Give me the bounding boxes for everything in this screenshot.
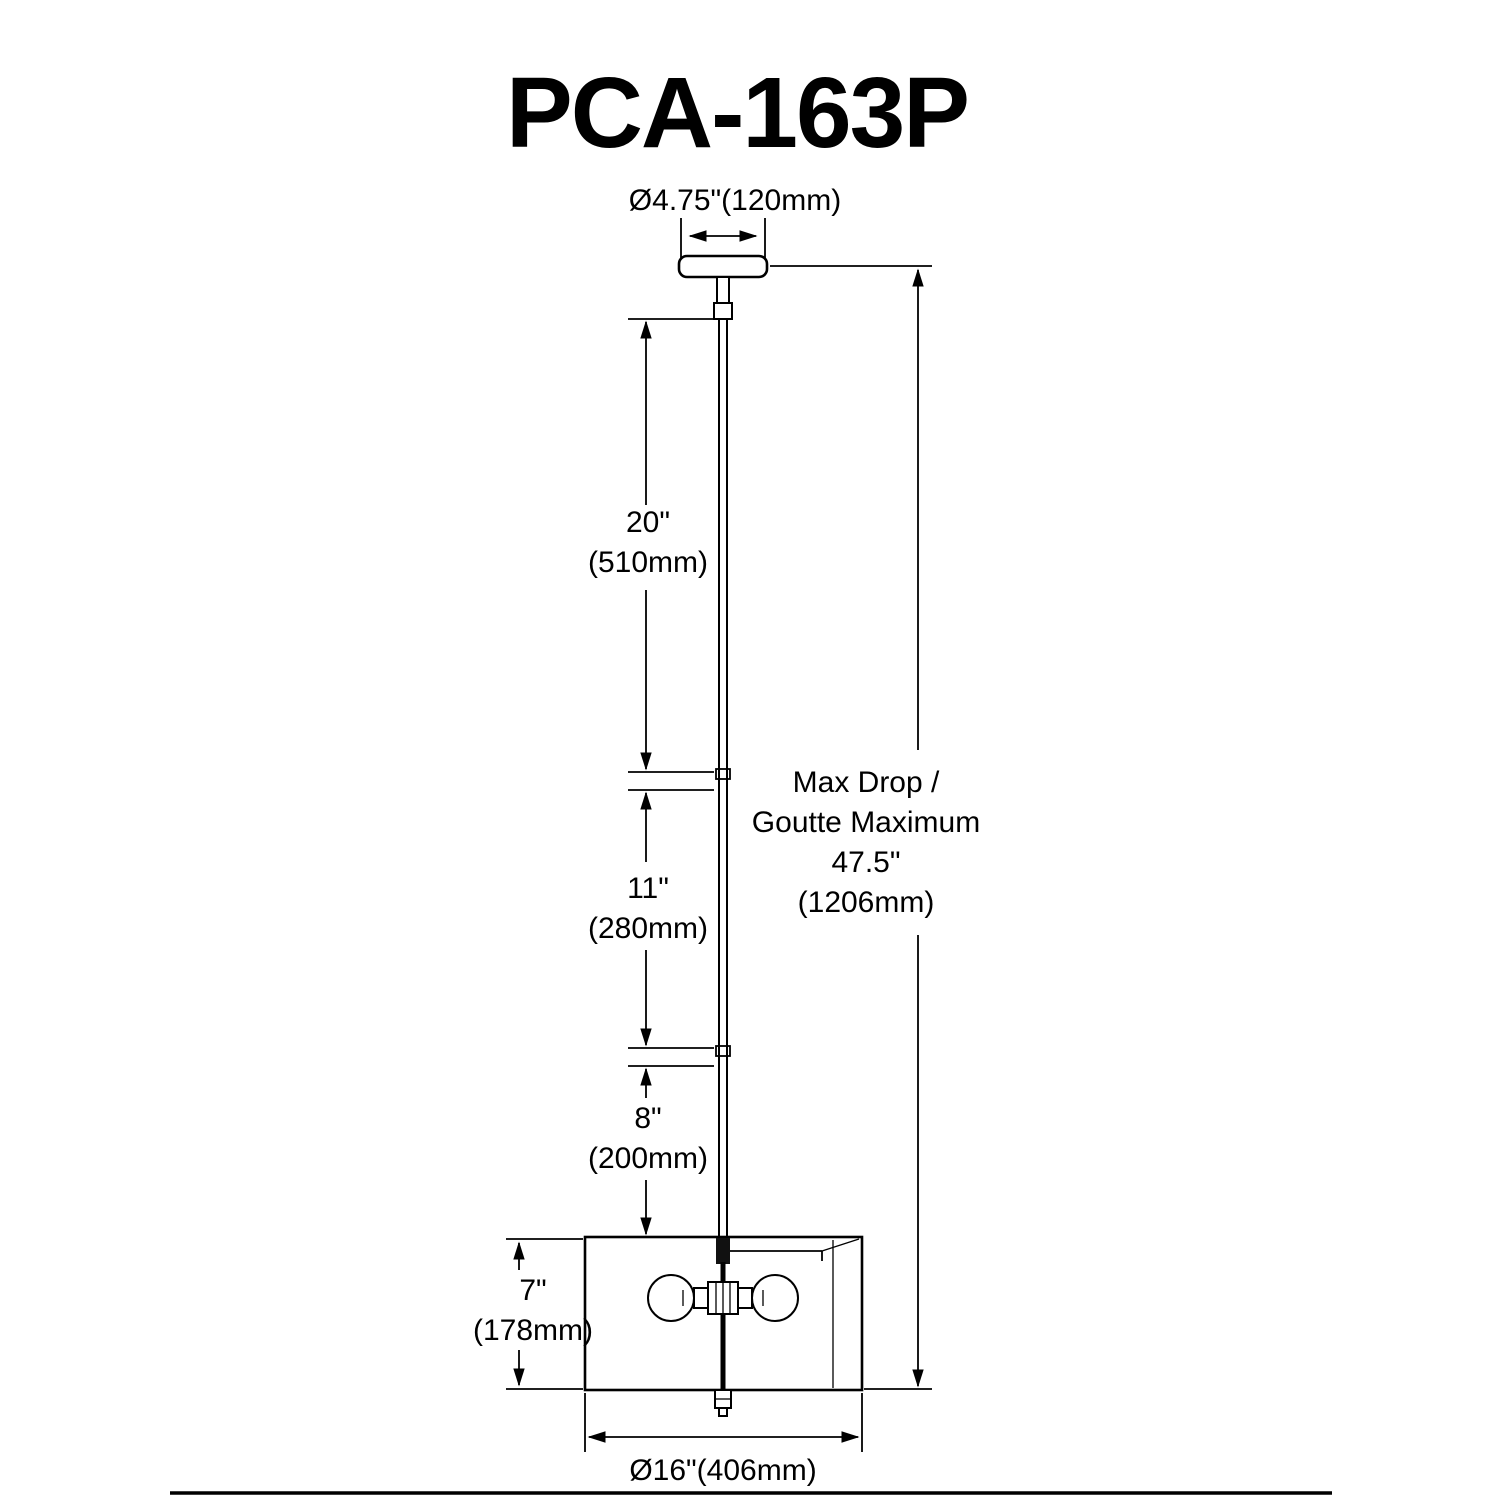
shade-height-inch-label: 7"	[519, 1274, 546, 1307]
rod-joint-lower	[715, 1045, 731, 1057]
max-drop-label-4: (1206mm)	[798, 886, 935, 919]
rod-dimension-8: 8" (200mm)	[588, 1065, 714, 1236]
max-drop-label-3: 47.5"	[831, 846, 900, 879]
max-drop-label-2: Goutte Maximum	[752, 806, 980, 839]
rod-joint-upper	[715, 768, 731, 780]
rod-8-mm-label: (200mm)	[588, 1142, 708, 1175]
shade-diameter-label: Ø16"(406mm)	[629, 1454, 816, 1487]
left-socket	[693, 1287, 709, 1309]
product-title: PCA-163P	[506, 57, 968, 169]
rod-20-mm-label: (510mm)	[588, 546, 708, 579]
finial-tip	[718, 1407, 728, 1417]
right-bulb	[751, 1274, 799, 1322]
right-socket	[737, 1287, 753, 1309]
rod-coupler	[716, 1238, 730, 1264]
rod-8-inch-label: 8"	[634, 1102, 661, 1135]
rod-11-inch-label: 11"	[627, 872, 669, 905]
max-drop-dimension: Max Drop / Goutte Maximum 47.5" (1206mm)	[752, 265, 980, 1390]
light-cluster	[647, 1238, 799, 1417]
canopy-diameter-dimension: Ø4.75"(120mm)	[629, 184, 841, 258]
shade-height-mm-label: (178mm)	[473, 1314, 593, 1347]
canopy	[677, 254, 769, 320]
canopy-diameter-label: Ø4.75"(120mm)	[629, 184, 841, 217]
shade-height-dimension: 7" (178mm)	[473, 1238, 593, 1390]
rod-20-inch-label: 20"	[626, 506, 670, 539]
rod-11-mm-label: (280mm)	[588, 912, 708, 945]
rod-dimension-20: 20" (510mm)	[588, 318, 714, 773]
hanging-rod	[715, 318, 731, 1239]
max-drop-label-1: Max Drop /	[793, 766, 940, 799]
shade-diameter-dimension: Ø16"(406mm)	[584, 1393, 863, 1487]
rod-dimension-11: 11" (280mm)	[588, 789, 714, 1049]
left-bulb	[647, 1274, 695, 1322]
